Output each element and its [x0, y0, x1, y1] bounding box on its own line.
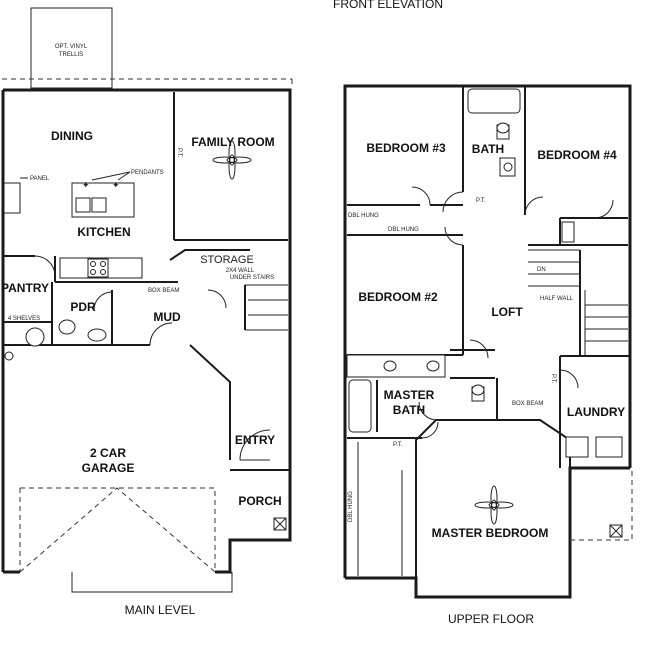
garage-label-1: 2 CAR — [90, 446, 126, 460]
bath-label: BATH — [472, 142, 504, 156]
laundry-label: LAUNDRY — [567, 405, 625, 419]
master-bath-label-1: MASTER — [384, 388, 435, 402]
garage-label-2: GARAGE — [82, 461, 135, 475]
loft-label: LOFT — [491, 305, 523, 319]
box-beam-main: BOX BEAM — [148, 288, 179, 294]
panel-label: PANEL — [30, 176, 50, 182]
family-room-label: FAMILY ROOM — [191, 135, 274, 149]
master-bedroom-label: MASTER BEDROOM — [432, 526, 549, 540]
mud-label: MUD — [153, 310, 181, 324]
dn-label: DN — [537, 267, 546, 273]
wall-note-1: 2X4 WALL — [226, 268, 255, 274]
trellis-label-1: OPT. VINYL — [55, 44, 88, 50]
pt-label-main: P.T. — [176, 148, 182, 158]
front-elevation-caption: FRONT ELEVATION — [333, 0, 443, 11]
ceiling-fan-icon-master — [474, 485, 514, 525]
pt-label-upper-2: P.T. — [393, 442, 403, 448]
trellis-label-2: TRELLIS — [59, 52, 83, 58]
half-wall-label: HALF WALL — [540, 296, 574, 302]
storage-label: STORAGE — [200, 254, 254, 266]
main-level-plan: OPT. VINYL TRELLIS P.T. BOX BEAM — [1, 7, 293, 593]
pantry-label: PANTRY — [1, 281, 49, 295]
kitchen-label: KITCHEN — [77, 225, 130, 239]
svg-text:✦: ✦ — [112, 180, 120, 190]
upper-floor-plan: DBL HUNG DBL HUNG P.T. DN HALF WALL — [343, 84, 633, 599]
pt-label-upper-1: P.T. — [476, 198, 486, 204]
pdr-label: PDR — [70, 300, 96, 314]
entry-label: ENTRY — [235, 433, 275, 447]
porch-label: PORCH — [238, 494, 281, 508]
trellis — [30, 7, 113, 89]
pt-label-upper-3: P.T. — [550, 374, 556, 384]
shelves-label: 4 SHELVES — [8, 316, 40, 322]
master-bath-label-2: BATH — [393, 403, 425, 417]
bedroom3-label: BEDROOM #3 — [366, 141, 446, 155]
dbl-hung-1: DBL HUNG — [348, 213, 379, 219]
box-beam-upper: BOX BEAM — [512, 401, 543, 407]
pendants-label: PENDANTS — [131, 170, 164, 176]
bedroom4-label: BEDROOM #4 — [537, 148, 617, 162]
dining-label: DINING — [51, 129, 93, 143]
svg-text:✦: ✦ — [82, 180, 90, 190]
dbl-hung-3: DBL HUNG — [348, 491, 354, 522]
upper-floor-caption: UPPER FLOOR — [448, 612, 534, 626]
ceiling-fan-icon — [212, 140, 252, 180]
main-level-caption: MAIN LEVEL — [125, 603, 196, 617]
wall-note-2: UNDER STAIRS — [230, 275, 274, 281]
bedroom2-label: BEDROOM #2 — [358, 290, 438, 304]
dbl-hung-2: DBL HUNG — [388, 227, 419, 233]
